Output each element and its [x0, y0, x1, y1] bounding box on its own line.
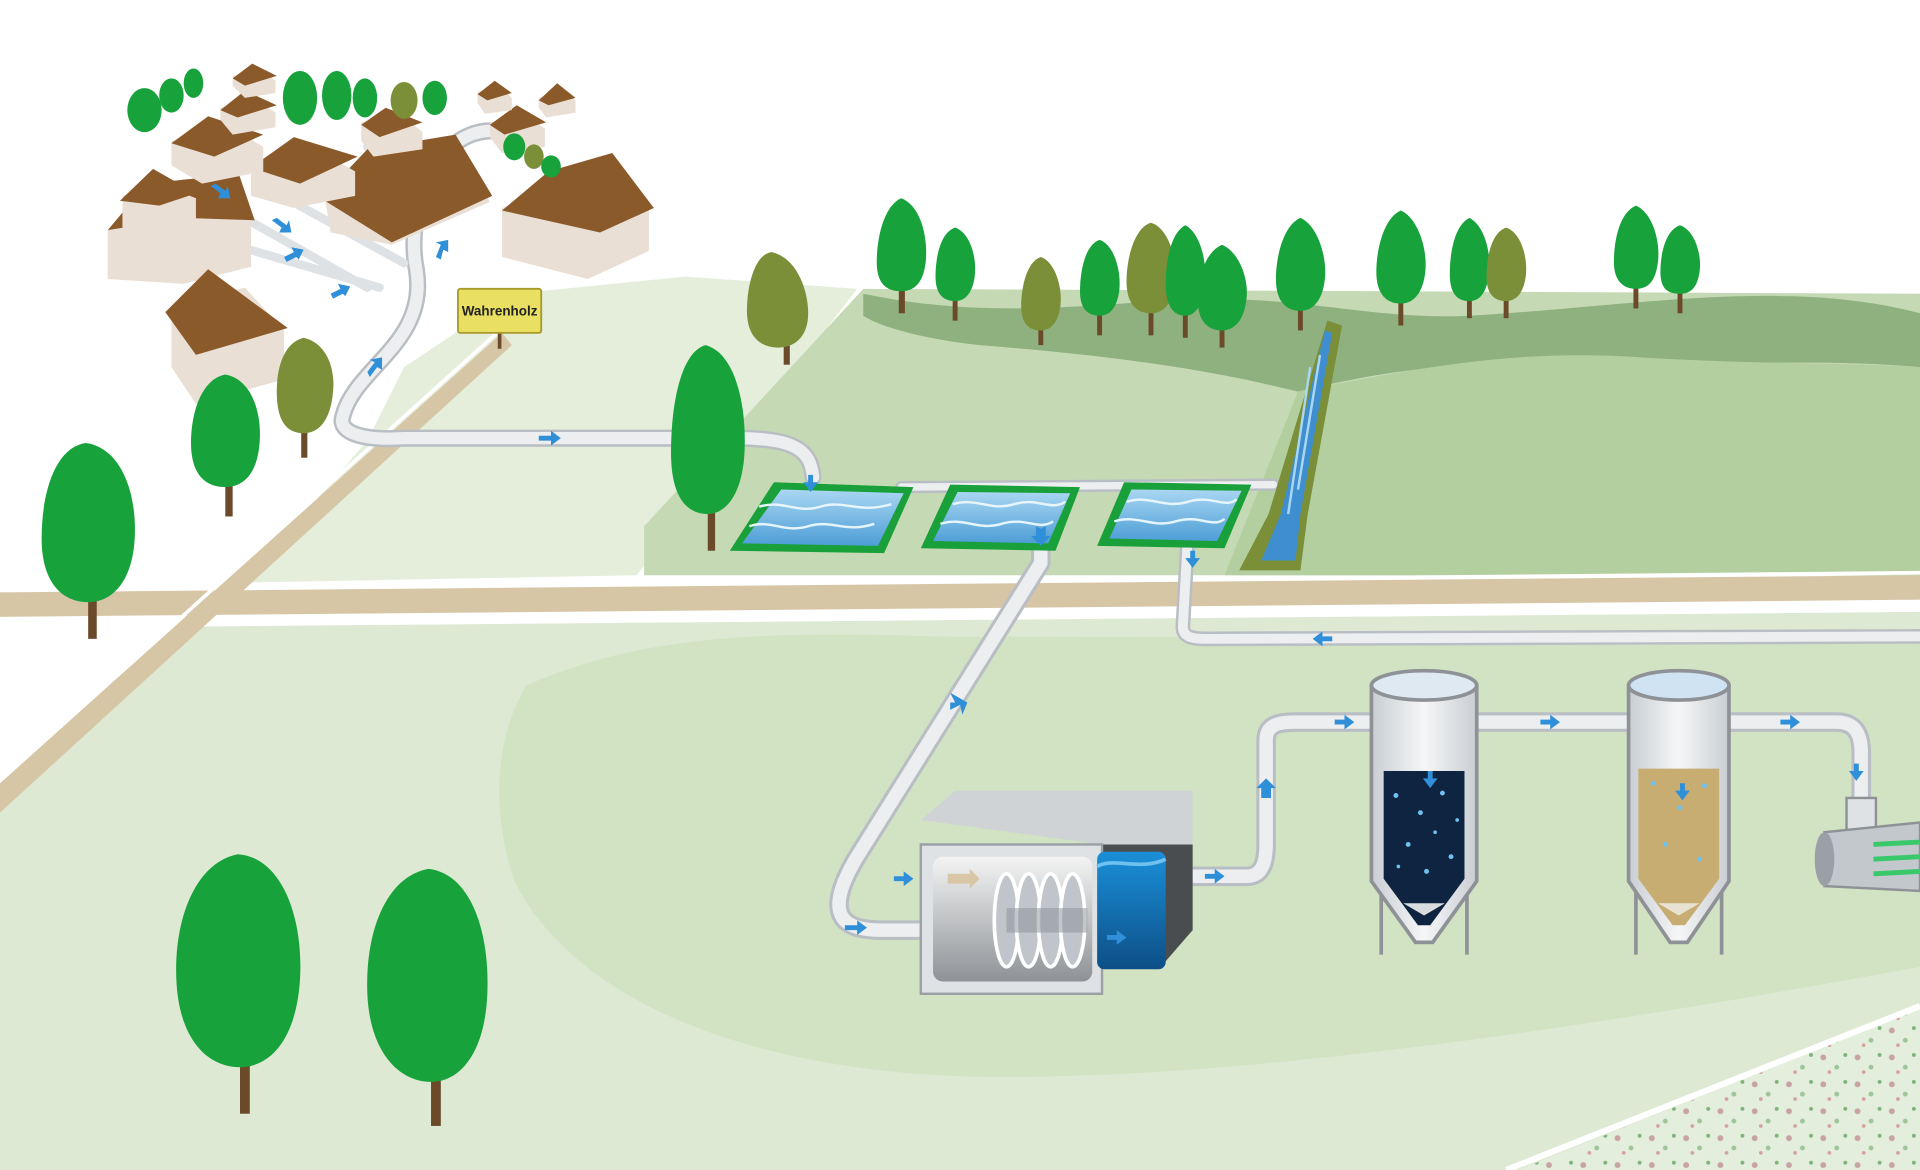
flow-arrow-icon: [210, 183, 231, 199]
hill-front: [1224, 355, 1920, 576]
uv-disinfection-unit: [1814, 796, 1920, 893]
flow-arrow-icon: [367, 357, 383, 377]
drum-screen: [992, 871, 1088, 969]
tree-icon: [1275, 217, 1326, 331]
flow-arrow-icon: [1780, 714, 1800, 730]
sand-grains: [1650, 780, 1707, 862]
flow-arrow-icon: [1540, 714, 1560, 730]
road-diagonal-edge: [0, 329, 501, 783]
tree-icon: [1126, 222, 1176, 336]
tree-icon: [191, 374, 260, 517]
tree-icon: [352, 78, 378, 118]
activated-carbon-column: [1369, 668, 1479, 955]
tree-icon: [276, 337, 334, 458]
flow-arrow-icon: [1185, 550, 1200, 568]
flow-arrow-icon: [1256, 778, 1276, 798]
tree-icon: [183, 68, 204, 98]
road-horizontal: [0, 575, 1920, 617]
flow-arrow-icon: [271, 217, 292, 233]
village-sign-label: Wahrenholz: [462, 304, 538, 319]
pipe-treatment-line: [1175, 712, 1872, 887]
pipe-outlet: [1175, 531, 1920, 647]
house-icon: [320, 134, 493, 245]
flow-arrow-icon: [1031, 526, 1051, 546]
flow-arrow-icon: [1312, 631, 1333, 647]
sand-filter-column: [1626, 668, 1731, 955]
house-icon: [361, 107, 423, 157]
tree-icon: [1197, 244, 1247, 348]
tree-icon: [127, 88, 162, 133]
tree-icon: [1376, 210, 1426, 326]
village-trees: [127, 68, 561, 178]
tree-icon: [176, 854, 301, 1114]
field-bottom-edge: [1504, 1003, 1920, 1170]
flow-arrow-icon: [1334, 714, 1355, 730]
tree-icon: [390, 81, 418, 119]
flow-arrow-icon: [1848, 763, 1864, 781]
tree-icon: [541, 155, 561, 178]
tree-icon: [1660, 225, 1701, 314]
trees: [41, 198, 1701, 1126]
house-icon: [502, 152, 654, 280]
tree-icon: [322, 70, 352, 120]
tree-icon: [524, 144, 544, 169]
house-icon: [120, 168, 196, 228]
tree-icon: [1080, 239, 1120, 336]
roads: [0, 329, 1920, 813]
tree-icon: [935, 227, 976, 321]
house-icon: [165, 269, 288, 404]
tree-icon: [1021, 257, 1061, 346]
flow-arrow-icon: [950, 692, 968, 715]
flow-arrow-icon: [1675, 783, 1690, 801]
flow-arrow-icon: [1106, 930, 1127, 945]
flow-arrow-icon: [435, 239, 449, 260]
carbon-granules: [1393, 790, 1459, 874]
tree-icon: [671, 345, 745, 551]
tree-icon: [1449, 217, 1490, 319]
flow-arrow-icon: [1204, 868, 1225, 884]
sedimentation-ponds: [729, 482, 1252, 554]
tree-icon: [159, 78, 184, 113]
lower-field-light: [499, 634, 1920, 1077]
tree-icon: [282, 70, 318, 125]
house-icon: [220, 90, 277, 135]
tree-icon: [503, 133, 526, 161]
tree-icon: [1165, 225, 1206, 338]
flow-arrow-icon: [803, 474, 818, 492]
drum-filter-unit: [919, 790, 1193, 995]
flow-arrow-icon: [893, 871, 914, 887]
flow-arrow-icon: [844, 920, 867, 936]
hill-back: [863, 293, 1920, 392]
village-sign: Wahrenholz: [457, 287, 543, 349]
flow-arrow-icon: [284, 247, 304, 262]
road-diagonal: [0, 332, 512, 813]
house-icon: [251, 137, 358, 209]
house-icon: [538, 83, 576, 118]
tree-icon: [876, 198, 927, 314]
flow-arrows: [210, 183, 1864, 945]
house-icon: [232, 63, 277, 98]
tree-icon: [422, 80, 447, 116]
tree-icon: [746, 252, 809, 365]
pond-3: [1097, 482, 1252, 549]
stream: [1239, 320, 1343, 571]
flow-arrow-icon: [538, 430, 561, 446]
road-horizontal-edge: [0, 570, 1920, 592]
flow-arrow-icon: [330, 283, 351, 299]
tree-icon: [367, 868, 488, 1126]
flow-arrow-icon: [1422, 771, 1438, 789]
pipe-to-drum-filter: [829, 516, 1051, 940]
tree-icon: [1613, 205, 1659, 309]
pond-1: [729, 482, 914, 554]
road-horizontal-edge-2: [0, 600, 1920, 622]
tree-icon: [1486, 227, 1527, 319]
house-icon: [171, 116, 264, 184]
house-icon: [477, 80, 512, 114]
tree-icon: [41, 443, 135, 639]
